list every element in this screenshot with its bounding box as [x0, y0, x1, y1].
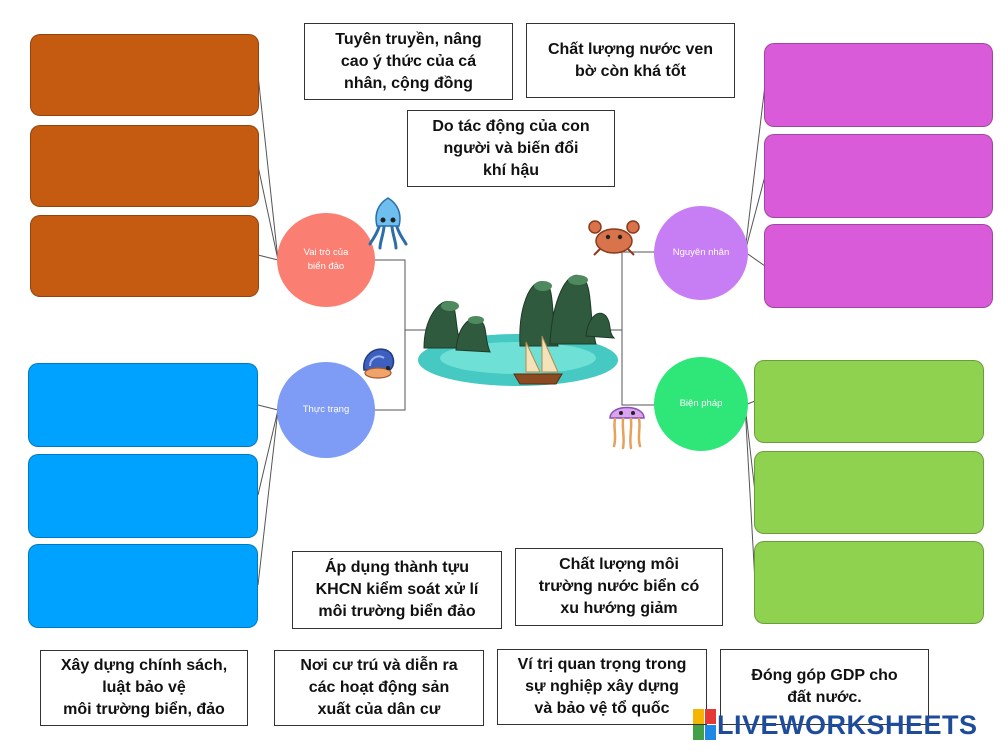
drop-box-bien-phap-2[interactable]: [754, 451, 984, 534]
answer-card-noi-cu-tru[interactable]: Nơi cư trú và diễn ra các hoạt động sản …: [274, 650, 484, 726]
answer-card-do-tac-dong[interactable]: Do tác động của con người và biến đổi kh…: [407, 110, 615, 187]
drop-box-thuc-trang-3[interactable]: [28, 544, 258, 628]
drop-box-thuc-trang-1[interactable]: [28, 363, 258, 447]
drop-box-vai-tro-3[interactable]: [30, 215, 259, 297]
drop-box-bien-phap-3[interactable]: [754, 541, 984, 624]
node-bien-phap: Biện pháp: [654, 357, 748, 451]
drop-box-thuc-trang-2[interactable]: [28, 454, 258, 538]
node-vai-tro: Vai trò của biển đảo: [277, 213, 375, 307]
answer-card-chat-luong-giam[interactable]: Chất lượng môi trường nước biển có xu hư…: [515, 548, 723, 626]
jellyfish-icon: [609, 406, 645, 450]
node-bien-phap-label: Biện pháp: [679, 398, 723, 409]
node-thuc-trang: Thực trạng: [277, 362, 375, 458]
answer-card-tuyen-truyen[interactable]: Tuyên truyền, nâng cao ý thức của cá nhâ…: [304, 23, 513, 100]
drop-box-vai-tro-1[interactable]: [30, 34, 259, 116]
node-vai-tro-label: Vai trò của biển đảo: [303, 247, 349, 272]
answer-card-xay-dung[interactable]: Xây dựng chính sách, luật bảo vệ môi trư…: [40, 650, 248, 726]
node-thuc-trang-label: Thực trạng: [302, 404, 350, 415]
node-nguyen-nhan: Nguyên nhân: [654, 206, 748, 300]
live-logo-icon: [693, 709, 716, 740]
drop-box-nguyen-nhan-1[interactable]: [764, 43, 993, 127]
answer-card-chat-luong-tot[interactable]: Chất lượng nước ven bờ còn khá tốt: [526, 23, 735, 98]
liveworksheets-logo: LIVEWORKSHEETS: [693, 708, 978, 742]
drop-box-nguyen-nhan-3[interactable]: [764, 224, 993, 308]
answer-card-ap-dung[interactable]: Áp dụng thành tựu KHCN kiểm soát xử lí m…: [292, 551, 502, 629]
crab-icon: [588, 220, 640, 256]
squid-icon: [368, 197, 408, 250]
drop-box-nguyen-nhan-2[interactable]: [764, 134, 993, 218]
drop-box-vai-tro-2[interactable]: [30, 125, 259, 207]
drop-box-bien-phap-1[interactable]: [754, 360, 984, 443]
ha-long-bay-illustration: [418, 274, 618, 386]
hermit-crab-icon: [363, 348, 395, 379]
logo-text: LIVEWORKSHEETS: [717, 709, 978, 740]
answer-card-vi-tri[interactable]: Ví trị quan trọng trong sự nghiệp xây dự…: [497, 649, 707, 725]
node-nguyen-nhan-label: Nguyên nhân: [672, 247, 730, 258]
answer-card-dong-gop[interactable]: Đóng góp GDP cho đất nước.: [720, 649, 929, 725]
